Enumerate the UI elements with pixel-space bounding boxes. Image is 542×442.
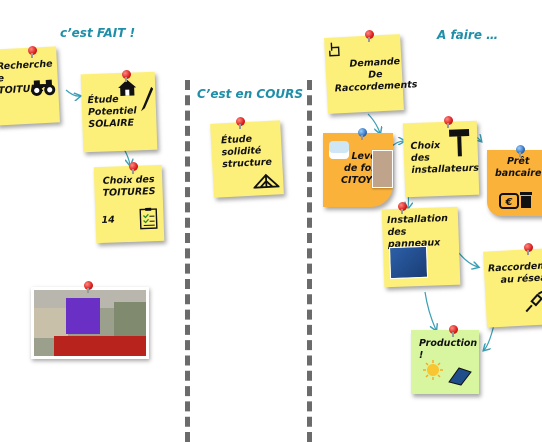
pin-choix-installateurs bbox=[444, 116, 453, 128]
house-icon bbox=[118, 79, 137, 96]
todo-column-title: A faire … bbox=[437, 28, 499, 42]
arrow-demande-to-levee bbox=[367, 113, 380, 133]
binoculars-icon bbox=[31, 79, 56, 96]
note-production: Production ! bbox=[411, 330, 479, 394]
pin-rooftop-photo bbox=[84, 281, 93, 293]
pin-demande bbox=[365, 30, 374, 42]
pointing-hand-icon bbox=[329, 42, 340, 57]
pin-etude-solidite bbox=[236, 117, 245, 129]
rooftop-photo bbox=[31, 287, 149, 359]
note-etude-potentiel-solaire: Étude Potentiel SOLAIRE bbox=[80, 71, 158, 153]
arrow-installation-to-raccordement bbox=[458, 252, 478, 267]
checklist-icon bbox=[139, 207, 158, 230]
plug-icon bbox=[525, 290, 542, 313]
column-divider-left bbox=[185, 80, 190, 442]
pin-raccordement bbox=[524, 243, 533, 255]
svg-text:€: € bbox=[505, 197, 513, 208]
hammer-icon bbox=[448, 129, 470, 157]
pin-recherche bbox=[28, 46, 37, 58]
note-choix-toitures-text: Choix des TOITURES bbox=[102, 174, 156, 199]
note-installation-panneaux: Installation des panneaux bbox=[381, 206, 461, 288]
arrow-installation-to-production bbox=[424, 291, 436, 330]
note-recherche-toitures: Recherche e TOITURES bbox=[0, 46, 60, 126]
in-progress-column-title: C’est en COURS bbox=[197, 87, 304, 101]
note-choix-toitures-count: 14 bbox=[101, 214, 115, 226]
pin-choix-toitures bbox=[129, 162, 138, 174]
column-divider-right bbox=[307, 80, 312, 442]
sun-panel-icon bbox=[423, 360, 472, 386]
note-choix-installateurs: Choix des installateurs bbox=[402, 120, 480, 198]
note-pret-bancaire: Prêt bancaire € bbox=[487, 150, 542, 216]
note-choix-toitures: Choix des TOITURES 14 bbox=[93, 164, 165, 244]
pin-installation bbox=[398, 202, 407, 214]
pin-pret-bancaire bbox=[516, 145, 525, 157]
note-raccordement-reseau: Raccordement au réseau bbox=[483, 248, 542, 328]
roof-truss-icon bbox=[252, 173, 280, 189]
note-demande-text: Demande De Raccordements bbox=[334, 56, 418, 95]
pin-etude-potentiel bbox=[122, 70, 131, 82]
citizens-photo bbox=[372, 150, 393, 188]
money-bank-icon: € bbox=[499, 192, 532, 209]
note-raccordement-text: Raccordement au réseau bbox=[487, 259, 542, 286]
note-etude-solidite-structure: Étude solidité structure bbox=[210, 120, 284, 198]
solar-panel-photo bbox=[388, 245, 429, 280]
note-demande-raccordements: Demande De Raccordements bbox=[324, 34, 418, 114]
note-etude-solidite-text: Étude solidité structure bbox=[220, 133, 273, 171]
note-etude-potentiel-text: Étude Potentiel SOLAIRE bbox=[87, 94, 137, 130]
note-production-text: Production ! bbox=[419, 338, 478, 361]
done-column-title: c’est FAIT ! bbox=[60, 26, 136, 40]
note-pret-bancaire-text: Prêt bancaire bbox=[495, 156, 542, 179]
cloud-sun-icon bbox=[329, 141, 349, 159]
pencil-icon bbox=[140, 86, 154, 112]
pin-levee-fonds bbox=[358, 128, 367, 140]
pin-production bbox=[449, 325, 458, 337]
arrow-recherche-to-etude bbox=[65, 89, 80, 96]
